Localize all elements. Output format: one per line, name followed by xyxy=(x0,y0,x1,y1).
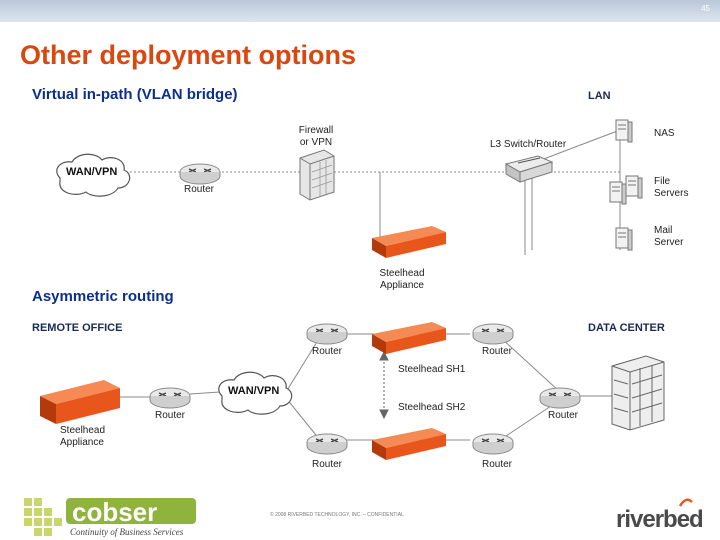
router-label-mid-right: Router xyxy=(548,410,579,421)
copyright-text: © 2008 RIVERBED TECHNOLOGY, INC. – CONFI… xyxy=(270,512,404,518)
section-heading-virtual-inpath: Virtual in-path (VLAN bridge) xyxy=(32,86,238,103)
slide-title: Other deployment options xyxy=(20,40,357,70)
router-label-mid-left: Router xyxy=(155,410,186,421)
router-label-bottom-right: Router xyxy=(482,459,513,470)
nas-label: NAS xyxy=(654,128,675,139)
riverbed-logo-mark xyxy=(678,498,693,507)
wan-cloud-top xyxy=(56,153,131,197)
wan-label-bottom: WAN/VPN xyxy=(228,385,280,397)
steelhead-sh1 xyxy=(372,322,446,354)
router-top xyxy=(179,163,221,185)
cobser-tagline: Continuity of Business Services xyxy=(70,527,184,537)
sh1-label: Steelhead SH1 xyxy=(398,364,466,375)
router-mid-right xyxy=(539,387,581,409)
bottom-diagram-links xyxy=(120,333,612,441)
data-center-label: DATA CENTER xyxy=(588,322,665,334)
remote-steelhead-label: Steelhead Appliance xyxy=(60,425,106,448)
wan-cloud-bottom xyxy=(218,371,293,415)
router-bottom-left xyxy=(306,433,348,455)
nas-server-icon xyxy=(615,119,633,143)
firewall-icon xyxy=(299,149,335,201)
lan-label: LAN xyxy=(588,90,611,102)
router-bottom-right xyxy=(472,433,514,455)
router-label-bottom-left: Router xyxy=(312,459,343,470)
router-label-top-right: Router xyxy=(482,346,513,357)
sh2-label: Steelhead SH2 xyxy=(398,402,466,413)
mail-server-label: Mail Server xyxy=(654,225,684,248)
riverbed-logo: riverbed xyxy=(616,506,704,533)
file-servers-label: File Servers xyxy=(654,176,689,199)
cobser-logo: cobser Continuity of Business Services xyxy=(22,494,200,538)
router-top-right xyxy=(472,323,514,345)
router-label-top: Router xyxy=(184,184,215,195)
firewall-label: Firewall or VPN xyxy=(298,125,334,148)
router-label-top-left: Router xyxy=(312,346,343,357)
steelhead-appliance-top xyxy=(372,226,446,258)
section-heading-asymmetric: Asymmetric routing xyxy=(32,288,174,305)
wan-label-top: WAN/VPN xyxy=(66,166,118,178)
top-banner: 45 xyxy=(0,0,720,22)
data-center-racks-icon xyxy=(611,355,665,431)
sh1-sh2-arrow xyxy=(379,350,389,420)
file-servers-icon xyxy=(609,175,643,205)
l3-switch-label: L3 Switch/Router xyxy=(490,139,567,150)
l3-switch-icon xyxy=(504,155,554,183)
steelhead-sh2 xyxy=(372,428,446,460)
page-number: 45 xyxy=(701,4,710,13)
router-mid-left xyxy=(149,387,191,409)
network-diagram xyxy=(40,119,665,460)
steelhead-appliance-remote xyxy=(40,380,120,424)
cobser-name: cobser xyxy=(72,497,157,527)
mail-server-icon xyxy=(615,227,633,251)
remote-office-label: REMOTE OFFICE xyxy=(32,322,123,334)
steelhead-label-top: Steelhead Appliance xyxy=(379,268,425,291)
router-top-left xyxy=(306,323,348,345)
